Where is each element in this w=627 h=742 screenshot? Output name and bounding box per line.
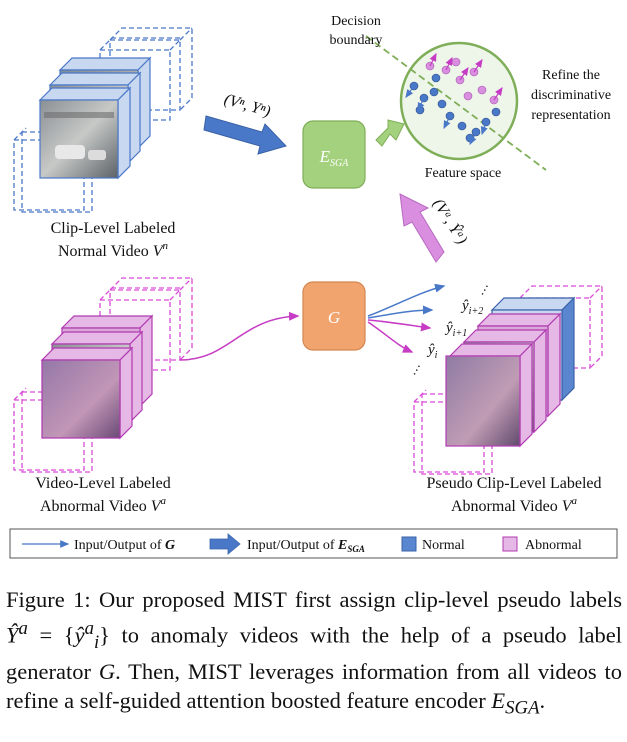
legend-esga-io: Input/Output of ESGA [247,538,365,554]
legend-normal-label: Normal [422,538,465,553]
edge-label-normal: (Vⁿ, Yⁿ) [222,91,272,120]
legend-abnormal-swatch [502,536,518,552]
legend: Input/Output of G Input/Output of ESGA N… [9,528,618,559]
yhat-i-plus-2: ŷi+2 [460,298,483,317]
legend-abnormal-label: Abnormal [525,538,582,553]
yhat-i-plus-1: ŷi+1 [444,320,467,339]
esga-to-feature-arrow [375,119,405,147]
video-level-label-line2: Abnormal Video Va [40,495,167,515]
refine-label-line3: representation [531,108,610,123]
feature-space [365,35,547,171]
dots-lower: … [404,359,423,378]
legend-normal-swatch [401,536,417,552]
clip-level-label-line2: Normal Video Vn [58,240,169,260]
pseudo-video-stack [413,285,603,475]
g-node: G [302,281,366,351]
esga-node: ESGA [302,120,366,189]
feature-space-label: Feature space [425,166,502,181]
normal-to-esga-arrow [203,115,287,155]
dots-upper: … [472,279,491,298]
g-output-arrows [367,283,446,353]
abnormal-to-g-arrow [179,311,300,361]
video-level-label-line1: Video-Level Labeled [35,475,170,492]
decision-boundary-line [365,35,547,171]
legend-thick-arrow-icon [209,533,241,555]
yhat-i: ŷi [426,342,438,361]
refine-label-line1: Refine the [542,68,600,83]
pseudo-to-esga-arrow [399,193,445,263]
clip-level-label-line1: Clip-Level Labeled [51,220,176,237]
pseudo-label-line1: Pseudo Clip-Level Labeled [426,475,601,492]
abnormal-video-stack [13,277,193,473]
normal-video-stack [13,27,193,213]
decision-boundary-label-line2: boundary [330,33,383,48]
figure-caption: Figure 1: Our proposed MIST first assign… [6,587,622,719]
pseudo-label-line2: Abnormal Video Va [451,495,578,515]
decision-boundary-label-line1: Decision [331,14,381,29]
mist-diagram: Clip-Level Labeled Normal Video Vn (Vⁿ, … [9,14,618,559]
legend-g-io: Input/Output of G [74,538,175,553]
g-node-label: G [328,308,340,327]
refine-label-line2: discriminative [531,88,611,103]
esga-node-label: ESGA [319,147,350,169]
